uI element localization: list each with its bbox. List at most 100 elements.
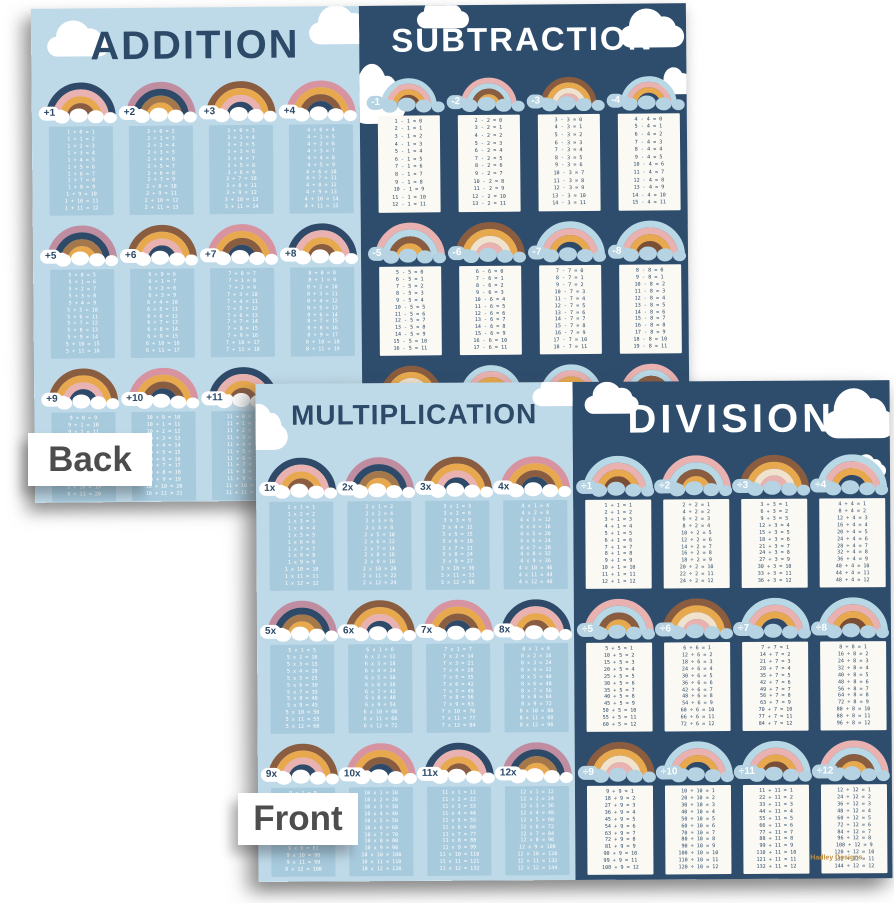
division-header-÷4: ÷4: [810, 478, 832, 493]
cloud-puff: [525, 768, 544, 783]
cloud-puff: [558, 486, 572, 498]
math-fact: 10 + 11 = 21: [145, 490, 183, 497]
cloud-puff: [559, 772, 573, 784]
division-header-÷6: ÷6: [654, 622, 677, 637]
cloud-puff: [703, 626, 721, 640]
math-fact: 1 x 12 = 12: [284, 580, 319, 587]
rainbow-cloud-base: 4x: [493, 480, 572, 501]
cloud-puff: [842, 766, 861, 781]
math-fact: 12 x 12 = 144: [517, 865, 558, 872]
math-fact: 2 + 11 = 13: [144, 204, 179, 211]
cloud-puff: [608, 767, 627, 782]
division-header-÷8: ÷8: [810, 621, 833, 636]
cloud-puff: [431, 101, 445, 113]
cloud-puff: [72, 394, 91, 409]
subtraction-header--5: -5: [367, 246, 387, 262]
subtraction-header--1: -1: [366, 95, 386, 110]
cloud-puff: [186, 397, 200, 409]
cloud-puff: [642, 771, 656, 783]
rainbow-cloud-base: ÷2: [654, 479, 733, 500]
rainbow-cloud-base: +2: [118, 106, 197, 128]
multiplication-header-5x: 5x: [259, 624, 282, 640]
cloud-puff: [592, 250, 606, 263]
cloud-puff: [446, 625, 466, 640]
cloud-puff: [308, 485, 325, 499]
cloud-puff: [232, 393, 251, 408]
cloud-puff: [542, 484, 559, 498]
subtraction-header--7: -7: [527, 245, 547, 260]
back-label: Back: [28, 433, 152, 486]
addition-header-+3: +3: [198, 105, 221, 120]
cloud-puff: [859, 625, 877, 639]
cloud-puff: [524, 482, 543, 497]
math-fact: 16 - 5 = 11: [393, 345, 428, 352]
math-fact: 1 + 11 = 12: [64, 205, 99, 212]
cloud-puff: [481, 772, 495, 784]
addition-header-+11: +11: [201, 391, 228, 406]
multiplication-header-4x: 4x: [493, 480, 515, 495]
rainbow-cloud-base: 3x: [415, 480, 494, 502]
math-fact: 6 + 11 = 17: [145, 347, 180, 354]
math-fact: 132 ÷ 11 = 12: [756, 863, 797, 870]
math-fact: 7 x 12 = 84: [441, 722, 476, 729]
cloud-puff: [686, 767, 705, 782]
cloud-puff: [512, 251, 526, 263]
cloud-puff: [103, 112, 117, 124]
subtraction-header--3: -3: [526, 94, 546, 109]
multiplication-header-9x: 9x: [260, 767, 283, 783]
cloud-puff: [387, 771, 404, 785]
cloud-puff: [368, 626, 388, 641]
math-fact: 24 ÷ 2 = 12: [679, 578, 714, 585]
addition-header-+5: +5: [39, 249, 62, 264]
subtraction-header--6: -6: [447, 246, 467, 261]
cloud-puff: [464, 627, 482, 641]
cloud-puff: [369, 769, 388, 784]
cloud-puff: [403, 773, 417, 785]
cloud-puff: [798, 770, 812, 782]
cloud-puff: [415, 99, 432, 113]
rainbow-cloud-base: ÷6: [654, 622, 734, 643]
cloud-puff: [324, 487, 338, 499]
rainbow-cloud-base: -2: [446, 94, 525, 116]
cloud-puff: [368, 483, 387, 498]
multiplication-column: 9x9 x 1 = 99 x 2 = 189 x 3 = 279 x 4 = 3…: [260, 733, 339, 877]
cloud-puff: [324, 630, 339, 642]
cloud-puff: [432, 252, 446, 264]
cloud-puff: [480, 486, 494, 498]
cloud-puff: [167, 109, 184, 123]
subtraction-header--4: -4: [606, 93, 626, 108]
cloud-puff: [511, 100, 525, 112]
cloud-puff: [263, 110, 277, 122]
cloud-puff: [310, 249, 330, 264]
math-fact: 2 x 12 = 24: [362, 580, 397, 587]
cloud-puff: [625, 626, 643, 640]
math-fact: 14 - 3 = 11: [552, 200, 586, 207]
cloud-puff: [685, 624, 705, 639]
cloud-puff: [859, 482, 876, 496]
